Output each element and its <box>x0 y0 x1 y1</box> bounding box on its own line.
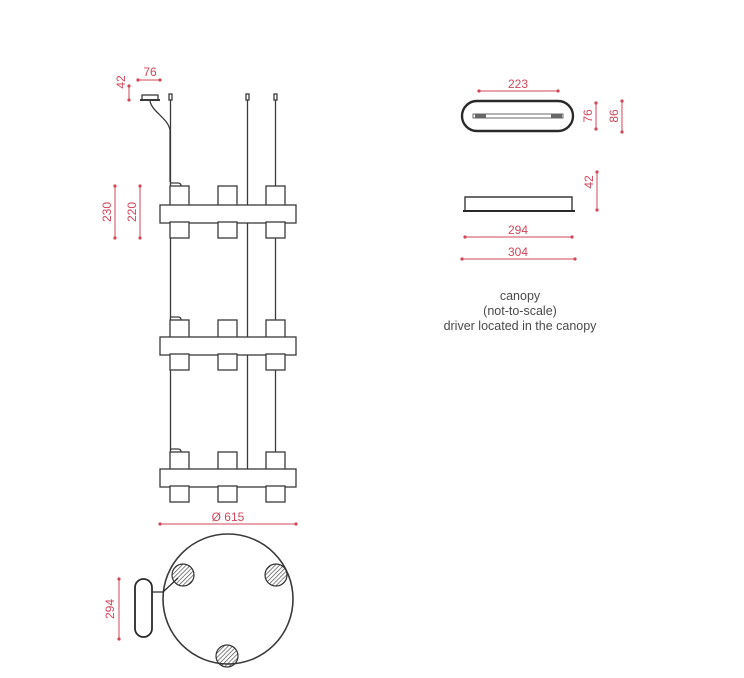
light-head <box>171 563 195 587</box>
light-head <box>215 644 239 668</box>
dim-canopy-inner-width: 76 <box>581 109 595 123</box>
dim-plan-canopy: 294 <box>103 599 117 619</box>
dim-canopy-width: 76 <box>143 65 157 79</box>
tier-1 <box>159 182 297 239</box>
dim-tier-outer: 230 <box>100 202 114 222</box>
dim-canopy-outer-length: 304 <box>508 245 528 259</box>
canopy-plan <box>134 578 153 638</box>
note-line-2: (not-to-scale) <box>483 304 557 318</box>
note-line-3: driver located in the canopy <box>443 319 597 333</box>
canopy-side-view <box>463 196 575 212</box>
ring <box>159 204 297 224</box>
side-dimension-lines <box>113 78 298 526</box>
dim-diameter: Ø 615 <box>212 510 245 524</box>
dim-tier-inner: 220 <box>125 202 139 222</box>
canopy-note: canopy (not-to-scale) driver located in … <box>420 289 620 334</box>
power-cable <box>149 100 171 182</box>
tier-2 <box>159 316 297 371</box>
tier-3 <box>159 448 297 503</box>
plan-view <box>134 533 294 668</box>
side-elevation <box>140 93 297 503</box>
ring <box>159 468 297 488</box>
dim-canopy-outer-width: 86 <box>607 109 621 123</box>
dim-canopy-height: 42 <box>114 75 128 89</box>
dim-canopy-length: 223 <box>508 77 528 91</box>
light-head <box>264 563 288 587</box>
note-line-1: canopy <box>499 289 541 303</box>
dim-canopy-side-height: 42 <box>582 175 596 189</box>
dim-canopy-inner-length: 294 <box>508 223 528 237</box>
canopy-top-view <box>460 99 575 133</box>
ring <box>159 336 297 356</box>
